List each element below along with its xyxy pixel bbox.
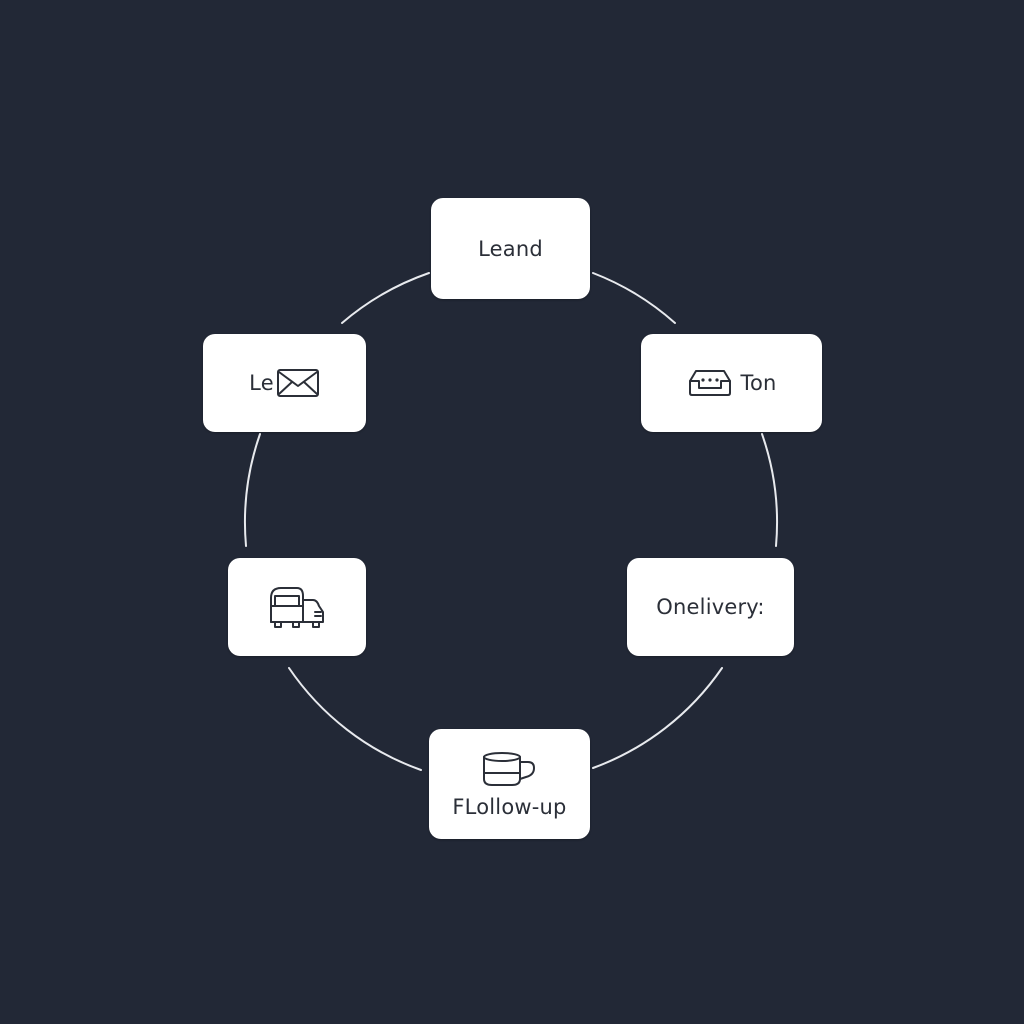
node-label: FLollow-up: [452, 795, 567, 819]
cup-icon: [480, 749, 540, 789]
node-le[interactable]: Le: [203, 334, 366, 432]
node-follow-up[interactable]: FLollow-up: [429, 729, 590, 839]
connector-arc: [243, 433, 261, 547]
node-ton[interactable]: Ton: [641, 334, 822, 432]
node-label: Leand: [478, 236, 543, 261]
node-label: Le: [249, 371, 274, 395]
inbox-tray-icon: [686, 367, 734, 399]
connector-arc: [288, 667, 422, 771]
node-label: Ton: [740, 371, 777, 395]
node-label: Onelivery:: [656, 595, 765, 619]
connector-arc: [592, 667, 723, 769]
delivery-truck-icon: [267, 584, 327, 630]
connector-arc: [341, 272, 430, 324]
node-leand[interactable]: Leand: [431, 198, 590, 299]
connector-arc: [592, 272, 676, 324]
connector-arc: [761, 433, 779, 547]
envelope-icon: [276, 367, 320, 399]
node-onelivery[interactable]: Onelivery:: [627, 558, 794, 656]
node-delivery-truck[interactable]: [228, 558, 366, 656]
